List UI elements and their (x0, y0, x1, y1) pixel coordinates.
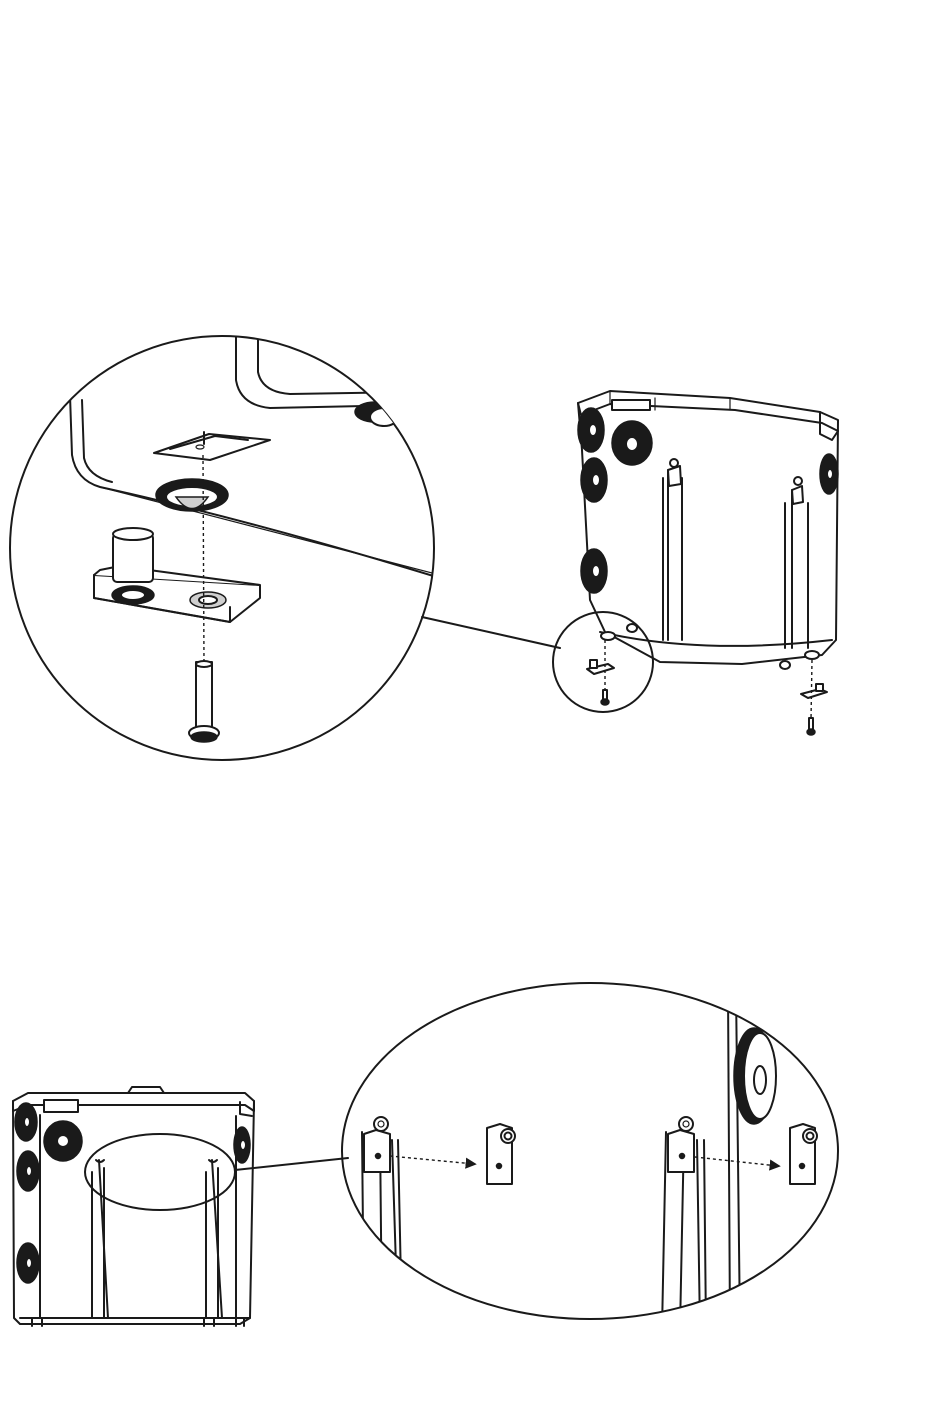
cabinet-drawing-step-1 (578, 391, 838, 669)
dome-mount-icon (156, 479, 228, 511)
dashed-arrow-icon (695, 1157, 778, 1166)
grommet-icon (15, 1103, 37, 1141)
screw-icon (189, 661, 219, 742)
wall-bracket-plate-icon (790, 1124, 817, 1184)
leader-line (422, 617, 560, 648)
grommet-icon (734, 1028, 776, 1124)
grommet-icon (44, 1121, 82, 1161)
grommet-icon (581, 549, 607, 593)
cabinet-drawing-step-2 (13, 1087, 254, 1326)
detail-view-foot (10, 335, 440, 760)
wall-bracket-plate-icon (487, 1124, 515, 1184)
foot-bracket-plate-icon (94, 528, 260, 622)
detail-view-wall-brackets (342, 983, 838, 1330)
grommet-icon (820, 454, 838, 494)
grommet-icon (578, 408, 604, 452)
grommet-icon (581, 458, 607, 502)
foot-bracket-icon (587, 660, 614, 674)
grommet-icon (234, 1127, 250, 1163)
foot-bracket-icon (801, 684, 827, 698)
screw-icon (807, 718, 815, 735)
step-2-illustration (13, 983, 838, 1330)
grommet-icon (17, 1151, 39, 1191)
rail-tab-right (668, 1117, 694, 1172)
dashed-arrow-icon (390, 1156, 474, 1164)
step-1-illustration (10, 335, 838, 760)
grommet-icon (17, 1243, 39, 1283)
grommet-icon (612, 421, 652, 465)
screw-icon (601, 690, 609, 705)
rail-tab-left (364, 1117, 390, 1172)
